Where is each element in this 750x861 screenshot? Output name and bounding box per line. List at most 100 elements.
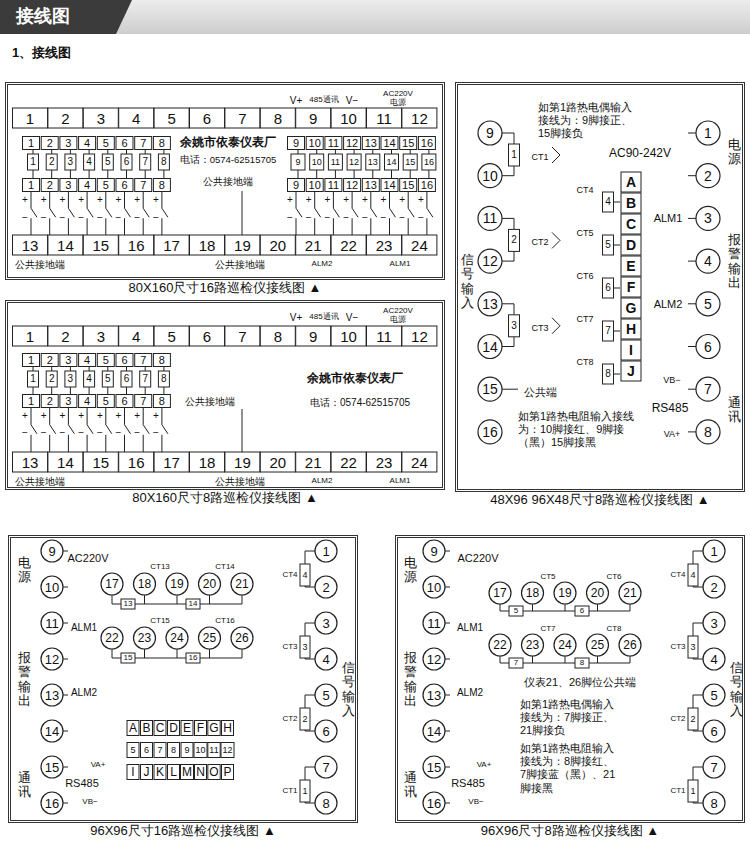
- wire: [500, 604, 501, 611]
- terminal-box: [154, 743, 166, 758]
- wire: [70, 170, 71, 179]
- channel-number: 2: [47, 396, 53, 407]
- channel-number: 5: [103, 396, 109, 407]
- terminal-circle: [478, 164, 502, 188]
- resistor-number: 4: [690, 571, 695, 580]
- channel-letter: D: [169, 722, 178, 734]
- polarity-sign: +: [78, 195, 84, 205]
- diagram-panel: 80X160尺寸8路巡检仪接线图 ▲: [5, 300, 445, 490]
- terminal-box: [621, 214, 641, 234]
- alarm-label: ALM1: [457, 623, 483, 633]
- wire: [124, 218, 125, 235]
- terminal-box: [41, 179, 58, 192]
- wire: [145, 170, 146, 179]
- side-label: 报警输出: [404, 651, 417, 708]
- polarity-sign: +: [41, 195, 47, 205]
- terminal-circle: [478, 420, 502, 444]
- terminal-number: 2: [61, 111, 69, 126]
- polarity-sign: +: [22, 411, 28, 421]
- alarm-label: ALM2: [71, 688, 97, 698]
- polarity-sign: −: [362, 213, 368, 223]
- terminal-number: 12: [411, 329, 428, 344]
- polarity-sign: +: [381, 195, 387, 205]
- polarity-sign: −: [59, 428, 65, 438]
- channel-number: 4: [84, 138, 90, 149]
- terminal-box: [367, 326, 402, 346]
- terminal-number: 3: [97, 111, 105, 126]
- ct-label: CT8: [606, 625, 621, 633]
- side-label: 信号输入: [342, 661, 355, 718]
- polarity-sign: −: [97, 428, 103, 438]
- wire: [87, 435, 88, 452]
- pin-number: 11: [483, 211, 498, 225]
- polarity-sign: −: [97, 213, 103, 223]
- wire: [298, 150, 299, 155]
- terminal-box: [153, 395, 170, 408]
- terminal-box: [331, 452, 366, 472]
- wire: [63, 551, 68, 552]
- polarity-sign: −: [22, 213, 28, 223]
- channel-letter: D: [626, 238, 636, 252]
- terminal-box: [366, 154, 380, 170]
- polarity-sign: +: [324, 195, 330, 205]
- ct-label: CT5: [540, 573, 555, 581]
- pin-number: 18: [138, 578, 151, 590]
- terminal-number: 6: [203, 329, 211, 344]
- pin-number: 11: [45, 617, 59, 630]
- supply-label: AC220V: [68, 553, 109, 564]
- wire: [445, 551, 450, 552]
- channel-number: 5: [103, 180, 109, 191]
- wire: [161, 435, 162, 452]
- terminal-circle: [315, 576, 337, 598]
- wire: [502, 218, 514, 229]
- wiring-note: 如第1路热电偶输入接线为：7脚接正、21脚接负: [520, 698, 616, 738]
- pin-number: 10: [427, 581, 441, 594]
- terminal-box: [575, 606, 589, 616]
- wire: [354, 170, 355, 179]
- page-title: 接线图: [16, 7, 70, 27]
- channel-letter: C: [156, 722, 165, 734]
- terminal-circle: [41, 756, 63, 778]
- resistor-number: 6: [605, 283, 611, 293]
- terminal-circle: [423, 648, 445, 670]
- wire: [316, 150, 317, 155]
- wire: [49, 192, 50, 209]
- pin-number: 24: [170, 632, 183, 644]
- wire: [125, 208, 131, 217]
- terminal-box: [362, 137, 379, 150]
- channel-number: 10: [195, 746, 205, 755]
- ct-label: CT6: [576, 272, 593, 281]
- terminal-number: 13: [22, 238, 39, 253]
- terminal-box: [84, 371, 95, 387]
- wire: [107, 150, 108, 155]
- resistor-number: 16: [189, 654, 198, 662]
- pin-number: 6: [704, 340, 712, 354]
- wire: [532, 656, 533, 663]
- supply-label: AC90-242V: [609, 147, 671, 159]
- terminal-box: [288, 179, 305, 192]
- pin-number: 14: [427, 725, 441, 738]
- wire: [105, 192, 106, 209]
- channel-number: 9: [293, 138, 299, 149]
- pin-number: 3: [710, 617, 717, 630]
- terminal-box: [418, 179, 435, 192]
- signal-name: VA+: [477, 761, 492, 769]
- wire: [144, 649, 145, 658]
- wire: [209, 595, 210, 604]
- side-label: 通讯: [404, 771, 417, 800]
- channel-number: 15: [402, 138, 414, 149]
- terminal-box: [509, 606, 523, 616]
- terminal-box: [141, 743, 153, 758]
- resistor-number: 2: [302, 715, 307, 724]
- terminal-circle: [619, 634, 641, 656]
- polarity-sign: −: [399, 213, 405, 223]
- terminal-box: [84, 154, 95, 170]
- terminal-box: [225, 108, 260, 128]
- wire: [242, 409, 243, 452]
- maker-name: 余姚市依泰仪表厂: [307, 372, 403, 384]
- terminal-box: [575, 658, 589, 668]
- terminal-circle: [423, 612, 445, 634]
- terminal-box: [181, 765, 194, 780]
- wire: [126, 367, 127, 372]
- resistor-number: 8: [161, 374, 167, 384]
